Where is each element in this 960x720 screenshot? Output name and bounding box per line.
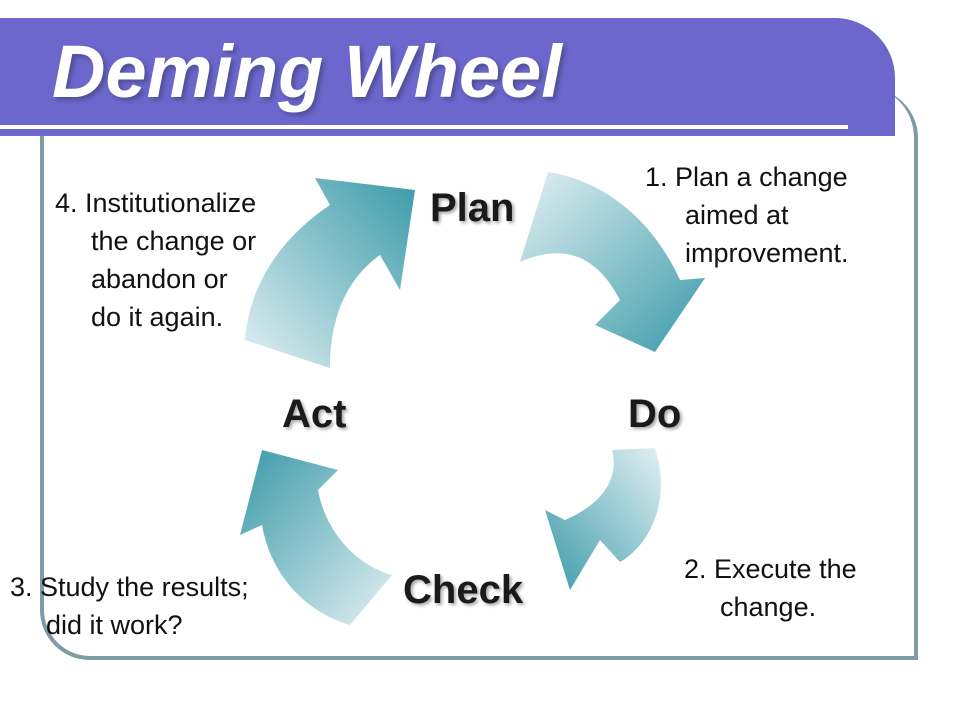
plan-note-line: aimed at	[685, 200, 789, 230]
slide-frame	[40, 88, 918, 660]
cycle-arrow-icon	[240, 450, 392, 625]
title-band	[0, 18, 895, 136]
plan-note: 1. Plan a change aimed at improvement.	[645, 158, 849, 272]
do-note-line: change.	[720, 592, 817, 622]
slide-title: Deming Wheel	[52, 30, 562, 113]
cycle-arrow-icon	[520, 172, 705, 352]
act-note-line: the change or	[91, 226, 257, 256]
do-note-line: 2. Execute the	[684, 554, 857, 584]
act-note-line: abandon or	[91, 264, 228, 294]
check-note: 3. Study the results; did it work?	[10, 568, 249, 644]
phase-act-label: Act	[282, 392, 347, 436]
check-note-line: 3. Study the results;	[10, 572, 249, 602]
phase-do-label: Do	[628, 392, 682, 436]
check-note-line: did it work?	[46, 610, 183, 640]
act-note-line: 4. Institutionalize	[55, 188, 257, 218]
title-underline	[0, 125, 848, 129]
plan-note-line: 1. Plan a change	[645, 162, 848, 192]
plan-note-line: improvement.	[685, 238, 849, 268]
act-note-line: do it again.	[91, 302, 224, 332]
do-note: 2. Execute the change.	[684, 550, 857, 626]
phase-check-label: Check	[403, 568, 524, 612]
phase-plan-label: Plan	[430, 186, 515, 230]
cycle-arrow-icon	[245, 178, 415, 368]
act-note: 4. Institutionalize the change or abando…	[55, 184, 256, 336]
cycle-arrow-icon	[545, 448, 661, 590]
